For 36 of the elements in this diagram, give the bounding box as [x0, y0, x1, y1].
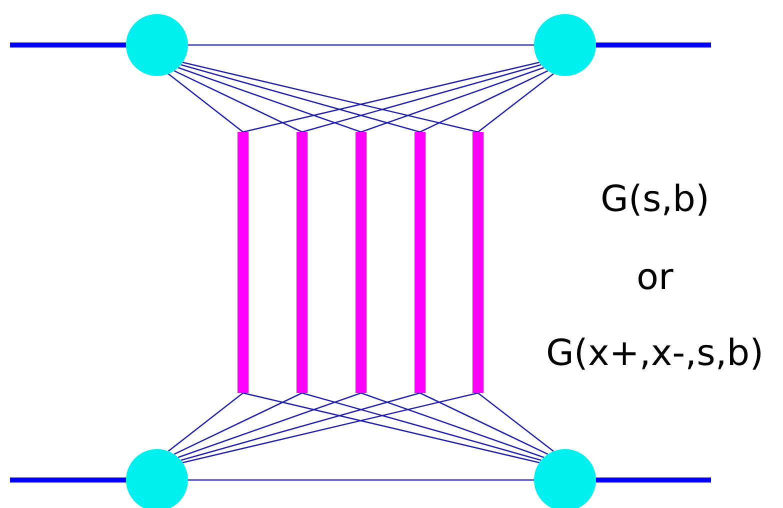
- connector-line: [420, 70, 548, 133]
- connector-line: [242, 392, 540, 464]
- connector-line: [168, 73, 244, 133]
- formula-text: or: [636, 260, 674, 296]
- connector-line: [168, 392, 244, 452]
- connector-line: [478, 73, 554, 133]
- formula-text: G(s,b): [600, 182, 710, 218]
- formula-text: G(x+,x-,s,b): [546, 336, 764, 372]
- connector-line: [188, 479, 534, 481]
- vertex-circle: [126, 14, 188, 76]
- connector-line: [188, 44, 534, 46]
- connector-line: [420, 392, 548, 455]
- connector-line: [182, 62, 478, 133]
- connector-line: [174, 70, 302, 133]
- connector-line: [178, 392, 362, 458]
- connector-line: [180, 64, 420, 133]
- vertex-circle: [534, 14, 596, 76]
- connector-line: [242, 62, 540, 133]
- connector-line: [178, 67, 362, 133]
- connector-line: [360, 67, 544, 133]
- external-line: [10, 42, 126, 48]
- connector-line: [302, 392, 542, 461]
- connector-line: [478, 392, 554, 452]
- connector-line: [360, 392, 544, 458]
- connector-line: [182, 392, 478, 464]
- connector-line: [180, 392, 420, 461]
- exchange-bar: [414, 132, 426, 393]
- connector-line: [302, 64, 542, 133]
- exchange-bar: [296, 132, 308, 393]
- exchange-bar: [472, 132, 484, 393]
- connector-line: [174, 392, 302, 455]
- external-line: [10, 478, 126, 482]
- external-line: [596, 478, 711, 482]
- external-line: [596, 42, 711, 48]
- exchange-bar: [356, 132, 366, 393]
- exchange-bar: [238, 132, 248, 393]
